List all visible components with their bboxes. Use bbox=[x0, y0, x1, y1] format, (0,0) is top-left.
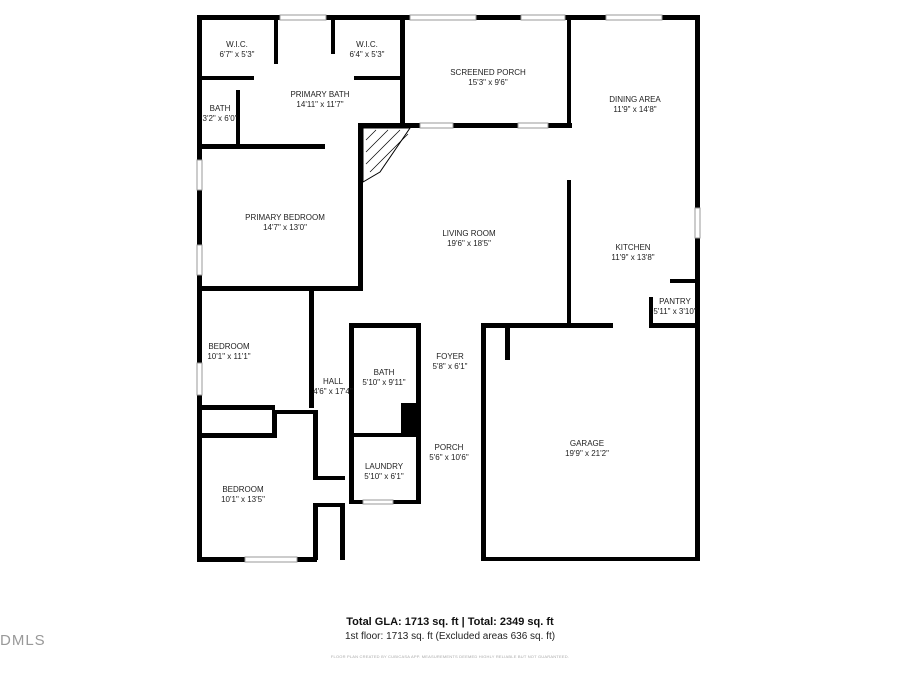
room-name: BEDROOM bbox=[208, 342, 250, 351]
room-name: GARAGE bbox=[570, 439, 604, 448]
total-area: Total GLA: 1713 sq. ft | Total: 2349 sq.… bbox=[346, 616, 554, 628]
room-label: W.I.C.6'4" x 5'3" bbox=[350, 40, 385, 59]
room-dimensions: 19'9" x 21'2" bbox=[565, 449, 609, 458]
room-dimensions: 10'1" x 11'1" bbox=[207, 352, 250, 361]
room-name: PORCH bbox=[435, 443, 464, 452]
fireplace bbox=[362, 127, 411, 183]
room-name: SCREENED PORCH bbox=[450, 68, 526, 77]
room-name: KITCHEN bbox=[615, 243, 650, 252]
room-name: PANTRY bbox=[659, 297, 691, 306]
room-dimensions: 19'6" x 18'5" bbox=[447, 239, 491, 248]
room-dimensions: 5'6" x 10'6" bbox=[429, 453, 469, 462]
room-name: PRIMARY BEDROOM bbox=[245, 213, 325, 222]
room-name: PRIMARY BATH bbox=[290, 90, 349, 99]
room-dimensions: 6'4" x 5'3" bbox=[350, 50, 385, 59]
room-dimensions: 14'11" x 11'7" bbox=[296, 100, 343, 109]
room-dimensions: 15'3" x 9'6" bbox=[468, 78, 508, 87]
room-name: LAUNDRY bbox=[365, 462, 404, 471]
room-dimensions: 5'11" x 3'10" bbox=[653, 307, 696, 316]
room-name: BATH bbox=[210, 104, 231, 113]
room-dimensions: 5'10" x 6'1" bbox=[364, 472, 404, 481]
room-dimensions: 6'7" x 5'3" bbox=[220, 50, 255, 59]
room-name: BATH bbox=[374, 368, 395, 377]
room-name: FOYER bbox=[436, 352, 464, 361]
room-dimensions: 5'8" x 6'1" bbox=[433, 362, 468, 371]
room-name: BEDROOM bbox=[222, 485, 264, 494]
room-name: W.I.C. bbox=[356, 40, 378, 49]
room-name: DINING AREA bbox=[609, 95, 661, 104]
windows bbox=[196, 14, 701, 563]
room-dimensions: 10'1" x 13'5" bbox=[221, 495, 265, 504]
room-label: W.I.C.6'7" x 5'3" bbox=[220, 40, 255, 59]
room-dimensions: 3'2" x 6'0" bbox=[203, 114, 238, 123]
room-name: W.I.C. bbox=[226, 40, 248, 49]
room-dimensions: 5'10" x 9'11" bbox=[362, 378, 405, 387]
room-dimensions: 11'9" x 13'8" bbox=[611, 253, 654, 262]
room-name: LIVING ROOM bbox=[442, 229, 496, 238]
room-name: HALL bbox=[323, 377, 344, 386]
dmls-logo: DMLS bbox=[0, 632, 46, 649]
room-dimensions: 14'7" x 13'0" bbox=[263, 223, 307, 232]
credit-note: FLOOR PLAN CREATED BY CUBICASA APP. MEAS… bbox=[330, 654, 570, 659]
room-dimensions: 11'9" x 14'8" bbox=[613, 105, 656, 114]
floor-area: 1st floor: 1713 sq. ft (Excluded areas 6… bbox=[344, 631, 556, 642]
room-dimensions: 4'6" x 17'4" bbox=[313, 387, 353, 396]
room-labels: W.I.C.6'7" x 5'3"W.I.C.6'4" x 5'3"SCREEN… bbox=[203, 40, 697, 504]
